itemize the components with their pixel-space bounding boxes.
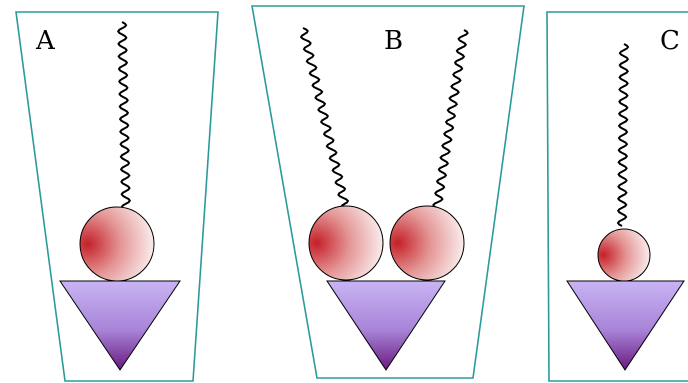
panel-c-sphere — [598, 229, 650, 281]
panel-a — [16, 12, 218, 381]
panel-a-sphere — [80, 207, 154, 281]
panel-b-strand-left — [301, 28, 348, 210]
panel-b-strand-right — [433, 30, 467, 208]
panel-b-sphere-right — [390, 206, 464, 280]
panel-c — [547, 12, 688, 381]
panel-b-sphere-left — [309, 206, 383, 280]
panel-a-cone — [60, 281, 180, 370]
panel-c-cone — [567, 281, 684, 370]
panel-c-strand — [618, 44, 628, 226]
panel-c-label: C — [660, 28, 680, 54]
panel-a-strand — [118, 22, 130, 210]
panel-b-cone — [327, 281, 445, 370]
panel-a-label: A — [36, 28, 55, 54]
panel-b-label: B — [384, 28, 403, 54]
panel-b — [252, 6, 524, 378]
